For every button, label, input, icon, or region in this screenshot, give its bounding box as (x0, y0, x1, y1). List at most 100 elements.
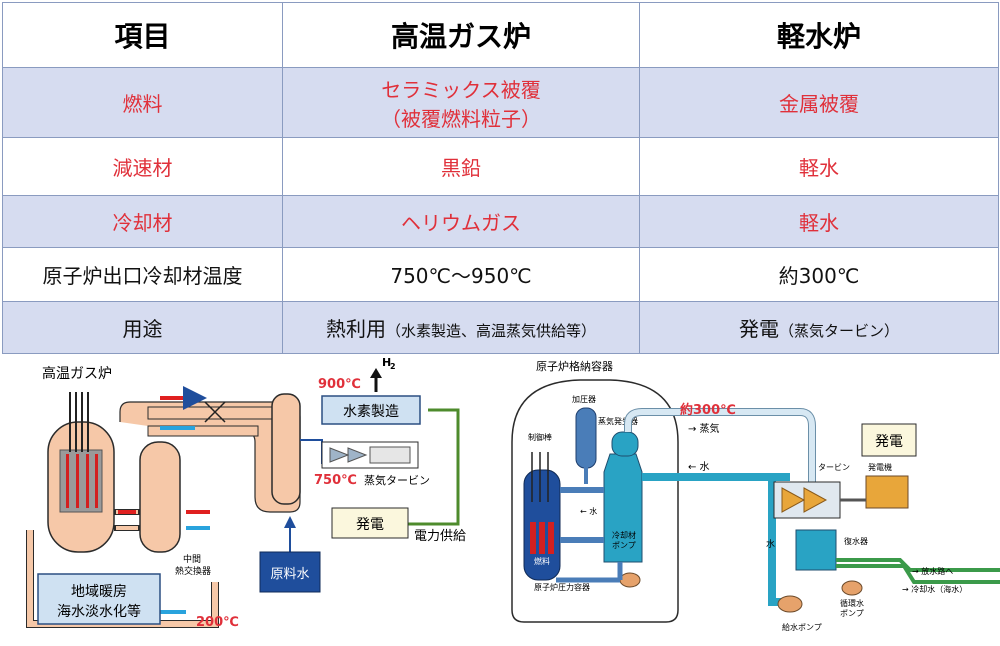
lwr-generator (865, 475, 909, 509)
row-moderator: 減速材 黒鉛 軽水 (2, 137, 999, 196)
htgr-temp-turbine: 750℃ (314, 473, 357, 488)
water-left-label: ← 水 (580, 506, 597, 516)
condenser (795, 529, 837, 571)
cell-temp-item: 原子炉出口冷却材温度 (2, 247, 283, 302)
cell-fuel-item: 燃料 (2, 67, 283, 138)
cell-temp-htgr: 750℃～950℃ (282, 247, 640, 302)
htgr-temp-top: 900℃ (318, 377, 361, 392)
lwr-control-rods (531, 452, 549, 502)
cooling-water-lines (836, 558, 1000, 584)
feed-pump (777, 595, 803, 613)
header-item: 項目 (2, 2, 283, 68)
turbine-blades-icon (329, 447, 368, 463)
ihx-label-1: 中間 (183, 553, 201, 565)
htgr-diagram: 高温ガス炉 900℃ H 2 水素製造 750℃ 蒸気タービン 発電 電力供給 … (0, 352, 495, 642)
lwr-diagram: 原子炉格納容器 燃料 制御棒 原子炉圧力容器 加圧器 蒸気発生器 ← 水 冷却材… (500, 352, 1000, 642)
lwr-fuel-3 (548, 522, 554, 554)
lwr-fuel-2 (539, 522, 545, 554)
circ-pump-label-2: ポンプ (840, 609, 864, 618)
generator-label: 発電機 (868, 462, 892, 472)
turbine-label-lwr: タービン (818, 463, 850, 472)
discharge-label: → 放水路へ (912, 566, 953, 576)
intermediate-heat-exchanger (139, 441, 181, 553)
fuel-rod-4 (95, 454, 98, 508)
row-usage: 用途 熱利用（水素製造、高温蒸気供給等） 発電（蒸気タービン） (2, 301, 999, 354)
cooling-water-label: → 冷却水（海水） (902, 584, 967, 594)
heating-label-2: 海水淡水化等 (57, 603, 141, 620)
steam-line (625, 409, 815, 482)
usage-htgr-main: 熱利用 (325, 317, 386, 341)
fuel-rod-1 (66, 454, 69, 508)
cell-coolant-lwr: 軽水 (639, 195, 999, 248)
turbine-label: 蒸気タービン (364, 473, 430, 487)
lwr-svg: 原子炉格納容器 燃料 制御棒 原子炉圧力容器 加圧器 蒸気発生器 ← 水 冷却材… (511, 359, 1000, 632)
header-htgr: 高温ガス炉 (282, 2, 640, 68)
raw-water-label: 原料水 (270, 567, 309, 582)
vessel-label: 原子炉圧力容器 (534, 582, 590, 592)
primary-loop (560, 487, 604, 543)
lower-pipe (147, 425, 259, 437)
row-fuel: 燃料 セラミックス被覆（被覆燃料粒子） 金属被覆 (2, 67, 999, 138)
lwr-power-label: 発電 (875, 434, 903, 450)
htgr-power-label: 発電 (356, 517, 384, 533)
circ-pump-label-1: 循環水 (840, 598, 864, 608)
cell-moderator-htgr: 黒鉛 (282, 137, 640, 196)
coolant-pump-label-2: ポンプ (612, 541, 636, 550)
cell-usage-item: 用途 (2, 301, 283, 354)
lwr-turbine-blades-icon (781, 487, 828, 513)
power-line (408, 408, 460, 526)
pressurizer-label: 加圧器 (572, 394, 596, 404)
coolant-pump (619, 572, 641, 588)
htgr-title: 高温ガス炉 (42, 365, 112, 382)
usage-lwr-note: （蒸気タービン） (778, 322, 899, 340)
lwr-power-box (861, 423, 917, 457)
cell-coolant-item: 冷却材 (2, 195, 283, 248)
water-top-label: ← 水 (688, 461, 710, 473)
h2-subscript: 2 (390, 362, 396, 371)
cell-fuel-htgr-line2: （被覆燃料粒子） (381, 106, 541, 131)
h2-arrow-icon (370, 368, 382, 378)
district-heating-box (37, 573, 161, 625)
water-vertical-label: 水 (766, 538, 775, 550)
htgr-power-box (331, 507, 409, 539)
lwr-fuel-1 (530, 522, 536, 554)
fuel-rod-2 (76, 454, 79, 508)
usage-lwr-main: 発電 (738, 317, 779, 341)
process-heat-exchanger (271, 393, 301, 505)
cell-usage-htgr: 熱利用（水素製造、高温蒸気供給等） (282, 301, 640, 354)
steam-label: → 蒸気 (688, 422, 720, 435)
cell-moderator-lwr: 軽水 (639, 137, 999, 196)
steam-generator (603, 453, 643, 563)
lwr-temp: 約300℃ (680, 402, 736, 418)
steam-gen-label: 蒸気発生器 (598, 416, 638, 426)
usage-htgr-note: （水素製造、高温蒸気供給等） (385, 322, 596, 340)
header-lwr: 軽水炉 (639, 2, 999, 68)
row-outlet-temp: 原子炉出口冷却材温度 750℃～950℃ 約300℃ (2, 247, 999, 302)
htgr-svg: 高温ガス炉 900℃ H 2 水素製造 750℃ 蒸気タービン 発電 電力供給 … (26, 356, 466, 630)
cell-temp-lwr: 約300℃ (639, 247, 999, 302)
reactor-ihx-pipe (114, 509, 140, 531)
condenser-label: 復水器 (844, 536, 868, 546)
cell-moderator-item: 減速材 (2, 137, 283, 196)
htgr-temp-return: 200℃ (196, 615, 239, 630)
containment-label: 原子炉格納容器 (536, 359, 613, 373)
steam-generator-dome (611, 431, 639, 457)
lwr-fuel-label: 燃料 (534, 556, 550, 566)
circulation-pump (841, 580, 863, 596)
raw-water-box (259, 551, 321, 593)
row-coolant: 冷却材 ヘリウムガス 軽水 (2, 195, 999, 248)
control-rods (69, 392, 89, 452)
header-row: 項目 高温ガス炉 軽水炉 (2, 2, 999, 68)
coolant-pump-label-1: 冷却材 (612, 530, 636, 540)
coolant-pump-pipe (556, 562, 623, 583)
power-supply-label: 電力供給 (414, 529, 466, 544)
cell-fuel-lwr: 金属被覆 (639, 67, 999, 138)
hydrogen-production-label: 水素製造 (343, 404, 399, 420)
h2-label: H (382, 356, 391, 369)
cell-coolant-htgr: ヘリウムガス (282, 195, 640, 248)
cell-usage-lwr: 発電（蒸気タービン） (639, 301, 999, 354)
control-rod-label: 制御棒 (528, 432, 552, 442)
steam-pipe (300, 439, 323, 464)
cell-fuel-htgr: セラミックス被覆（被覆燃料粒子） (282, 67, 640, 138)
heating-label-1: 地域暖房 (71, 584, 127, 600)
